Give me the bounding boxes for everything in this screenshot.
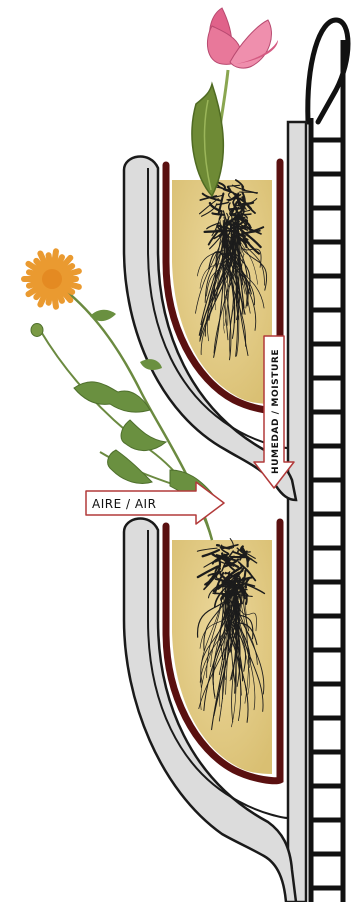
root-strand	[225, 573, 229, 574]
root-strand	[240, 228, 250, 229]
root-strand	[243, 203, 253, 205]
ladder-icon	[308, 20, 348, 902]
air-arrow: AIRE / AIR	[86, 482, 224, 524]
moisture-label: HUMEDAD / MOISTURE	[271, 349, 281, 474]
root-strand	[220, 547, 223, 549]
ladder-rungs	[311, 140, 343, 888]
lower-pot	[124, 518, 296, 902]
wall-panel	[288, 122, 306, 902]
daisy-petal	[53, 287, 56, 307]
tulip-icon	[192, 8, 278, 196]
air-label: AIRE / AIR	[92, 497, 156, 511]
